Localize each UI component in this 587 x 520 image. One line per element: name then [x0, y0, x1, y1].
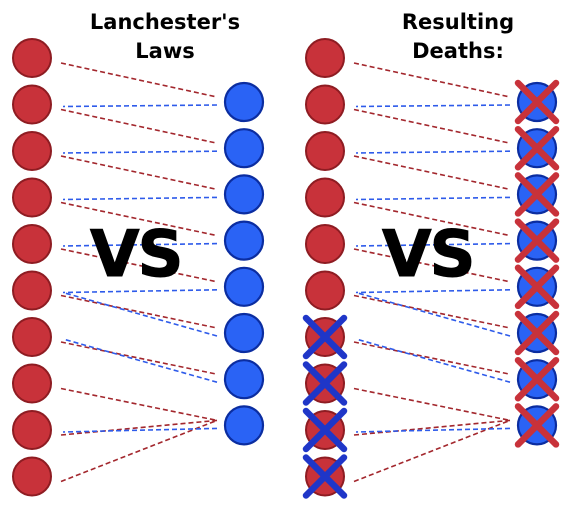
red-soldier	[305, 177, 345, 218]
title-resulting-deaths: Resulting Deaths:	[401, 10, 515, 63]
blue-fire-line	[62, 427, 218, 433]
red-soldier	[12, 270, 52, 311]
red-fire-line	[60, 248, 218, 283]
red-soldier	[12, 363, 52, 404]
red-fire-line	[60, 419, 218, 483]
red-soldier	[12, 131, 52, 171]
blue-fire-line	[355, 104, 511, 108]
title-lanchesters-laws: Lanchester's Laws	[89, 10, 241, 63]
red-fire-line	[60, 108, 218, 144]
blue-soldier	[223, 220, 265, 261]
red-fire-line	[353, 248, 511, 283]
red-fire-line	[60, 387, 218, 422]
link-lines	[353, 62, 511, 483]
red-fire-line	[353, 294, 511, 329]
red-fire-line	[60, 294, 218, 329]
red-fire-line	[60, 341, 218, 375]
blue-fire-line	[62, 291, 218, 337]
casualty-x-mark	[514, 172, 560, 217]
red-soldier	[305, 84, 345, 125]
red-fire-line	[353, 387, 511, 422]
casualty-x-mark	[302, 407, 348, 453]
red-army	[12, 38, 52, 497]
blue-fire-line	[355, 338, 511, 383]
red-soldier	[12, 456, 52, 497]
red-soldier	[305, 224, 345, 264]
panel-resulting-deaths	[302, 38, 560, 499]
red-soldier	[12, 177, 52, 218]
casualty-x-mark	[514, 356, 560, 402]
red-soldier	[305, 38, 345, 78]
casualty-x-mark	[302, 454, 348, 499]
red-fire-line	[353, 155, 511, 191]
blue-fire-line	[62, 289, 218, 294]
blue-soldier	[223, 359, 265, 400]
red-fire-line	[353, 62, 511, 98]
red-soldier	[12, 38, 52, 78]
panel-lanchesters-laws	[12, 38, 265, 497]
blue-soldier	[223, 312, 265, 354]
blue-soldier	[223, 81, 265, 123]
blue-fire-line	[355, 242, 511, 247]
casualty-x-mark	[514, 264, 560, 310]
blue-fire-line	[355, 196, 511, 201]
red-fire-line	[60, 201, 218, 237]
red-soldier	[12, 224, 52, 264]
blue-fire-line	[62, 196, 218, 201]
blue-fire-line	[355, 427, 511, 433]
red-fire-line	[353, 419, 511, 436]
red-soldier	[305, 131, 345, 171]
red-fire-line	[60, 62, 218, 98]
blue-fire-line	[62, 104, 218, 108]
casualty-x-mark	[514, 125, 560, 171]
red-fire-line	[353, 419, 511, 483]
red-fire-line	[60, 419, 218, 436]
casualty-x-mark	[302, 314, 348, 360]
red-fire-line	[353, 341, 511, 375]
red-soldier	[12, 317, 52, 357]
blue-soldier	[223, 174, 265, 215]
casualty-x-mark	[514, 79, 560, 125]
blue-soldier	[223, 128, 265, 169]
casualty-x-mark	[514, 310, 560, 356]
blue-fire-line	[355, 289, 511, 294]
red-fire-line	[353, 108, 511, 144]
red-soldier	[12, 410, 52, 450]
blue-soldier	[223, 405, 265, 446]
red-soldier	[12, 84, 52, 125]
blue-soldier	[223, 266, 265, 307]
red-soldier	[305, 270, 345, 311]
blue-fire-line	[355, 150, 511, 154]
blue-fire-line	[62, 242, 218, 247]
blue-army	[223, 81, 265, 446]
blue-fire-line	[62, 338, 218, 383]
link-lines	[60, 62, 218, 483]
red-fire-line	[353, 201, 511, 237]
blue-fire-line	[62, 150, 218, 154]
red-fire-line	[60, 155, 218, 191]
casualty-x-mark	[302, 361, 348, 406]
vs-label-left: VS	[90, 218, 185, 292]
blue-fire-line	[355, 291, 511, 337]
vs-label-right: VS	[382, 218, 477, 292]
casualty-x-mark	[514, 218, 560, 263]
casualty-x-mark	[514, 403, 560, 448]
